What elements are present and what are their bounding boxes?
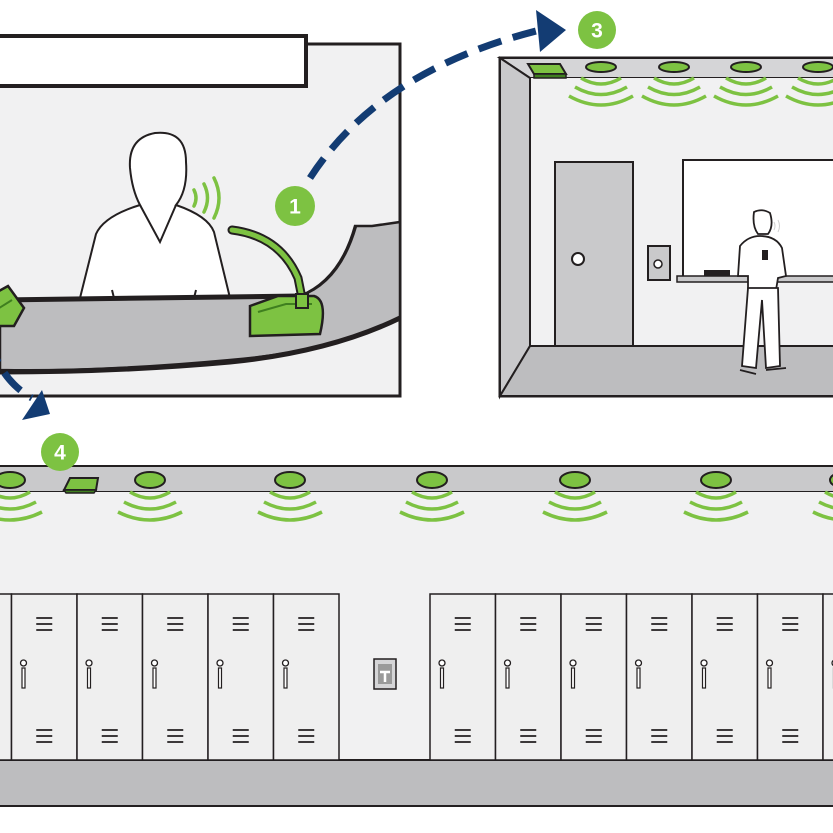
speaker-icon — [713, 61, 779, 107]
front-office-panel — [0, 34, 402, 398]
locker — [625, 593, 693, 761]
classroom-panel — [496, 56, 833, 400]
locker — [494, 593, 562, 761]
voice-wave-icon — [192, 176, 221, 220]
speaker-icon — [542, 471, 608, 522]
fire-alarm-icon: FIRE — [373, 658, 397, 690]
arrow-head-icon — [536, 10, 566, 52]
badge-label: 1 — [289, 196, 301, 219]
arrow-icon — [0, 357, 34, 402]
locker — [207, 593, 275, 761]
speaker-icon — [399, 471, 465, 522]
locker — [10, 593, 78, 761]
voice-wave-icon — [773, 219, 780, 233]
locker — [691, 593, 759, 761]
person-icon — [79, 131, 231, 299]
speaker-icon — [812, 473, 833, 521]
badge-label: 3 — [591, 20, 603, 43]
step-badge-3: 3 — [578, 11, 616, 49]
locker — [272, 593, 340, 761]
person-icon — [737, 209, 788, 375]
locker — [822, 593, 833, 761]
step-badge-4: 4 — [41, 433, 79, 471]
ceiling-speakers — [526, 61, 833, 107]
step-badge-1: 1 — [275, 186, 315, 226]
microphone-icon — [0, 284, 26, 328]
locker — [756, 593, 824, 761]
speaker-icon — [568, 61, 634, 107]
arrow-icon — [307, 26, 541, 180]
locker — [0, 593, 13, 761]
speaker-icon — [117, 471, 183, 522]
lockers-right — [429, 593, 833, 761]
hallway-speakers — [0, 471, 833, 522]
receiver-box-icon — [62, 477, 100, 494]
speaker-icon — [0, 471, 43, 522]
speaker-icon — [641, 61, 707, 107]
fire-alarm-label: FIRE — [380, 665, 389, 670]
lockers-left — [0, 593, 340, 761]
arrow-head-icon — [22, 390, 50, 420]
locker — [560, 593, 628, 761]
door-icon — [554, 161, 634, 347]
locker — [76, 593, 144, 761]
speaker-icon — [785, 61, 833, 107]
microphone-icon — [227, 225, 325, 338]
receiver-box-icon — [526, 63, 568, 79]
hallway-panel: FIRE — [0, 465, 833, 807]
badge-label: 4 — [54, 442, 66, 465]
locker — [141, 593, 209, 761]
speaker-icon — [257, 471, 323, 522]
speaker-icon — [683, 471, 749, 522]
locker — [429, 593, 497, 761]
